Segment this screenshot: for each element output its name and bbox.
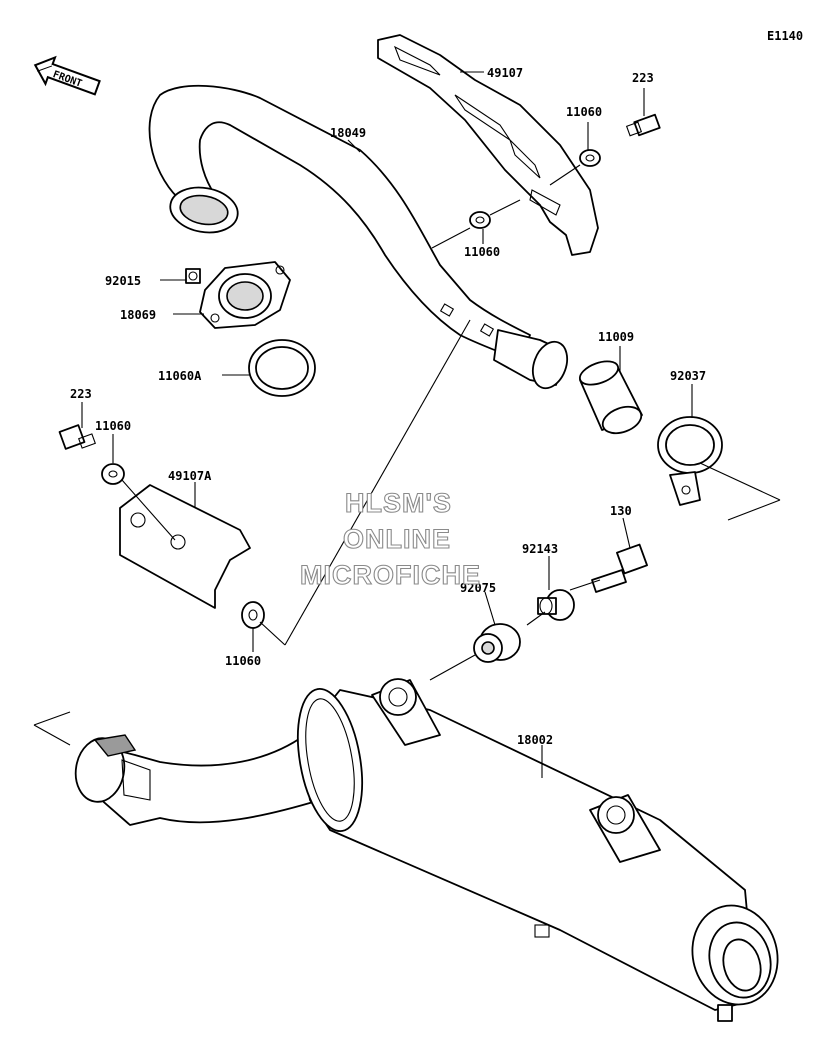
label-18069: 18069 xyxy=(120,308,156,322)
bolt-223-top xyxy=(625,113,661,137)
clamp-92037 xyxy=(657,416,723,506)
damper-92075 xyxy=(473,623,521,663)
heat-guard-bracket xyxy=(377,34,599,256)
label-11060-bottom: 11060 xyxy=(225,654,261,668)
nut-92015 xyxy=(185,268,201,284)
muffler xyxy=(74,678,779,1022)
label-11009: 11009 xyxy=(598,330,634,344)
label-18002: 18002 xyxy=(517,733,553,747)
label-49107: 49107 xyxy=(487,66,523,80)
label-11060A: 11060A xyxy=(158,369,202,383)
diagram-code: E1140 xyxy=(767,29,803,43)
label-92075: 92075 xyxy=(460,581,496,595)
washer-11060-mid xyxy=(469,211,491,229)
heat-shield-49107A xyxy=(119,484,251,609)
sleeve-11009 xyxy=(578,360,643,435)
watermark-line-2: ONLINE xyxy=(343,524,451,554)
watermark-line-3: MICROFICHE xyxy=(300,560,481,590)
washer-11060-upper xyxy=(579,149,601,167)
label-18049: 18049 xyxy=(330,126,366,140)
leader-lines xyxy=(33,164,781,746)
watermark-line-1: HLSM'S xyxy=(345,488,452,518)
watermark: HLSM'S ONLINE MICROFICHE xyxy=(299,487,481,590)
label-92037: 92037 xyxy=(670,369,706,383)
flange-18069 xyxy=(199,261,291,329)
collar-92143 xyxy=(537,589,575,621)
label-11060-mid: 11060 xyxy=(464,245,500,259)
header-pipe xyxy=(148,84,569,390)
washer-11060-left xyxy=(101,463,125,485)
label-11060-upper: 11060 xyxy=(566,105,602,119)
bolt-223-left xyxy=(58,424,96,450)
label-92015: 92015 xyxy=(105,274,141,288)
label-49107A: 49107A xyxy=(168,469,212,483)
gasket-11060A xyxy=(248,339,316,397)
bolt-130 xyxy=(591,543,648,593)
label-130: 130 xyxy=(610,504,632,518)
label-223-left: 223 xyxy=(70,387,92,401)
front-arrow-icon: FRONT xyxy=(33,55,101,96)
washer-11060-bottom xyxy=(241,601,265,629)
callouts: 49107 223 11060 18049 11060 92015 18069 … xyxy=(70,66,706,778)
label-223-top: 223 xyxy=(632,71,654,85)
label-92143: 92143 xyxy=(522,542,558,556)
label-11060-left: 11060 xyxy=(95,419,131,433)
